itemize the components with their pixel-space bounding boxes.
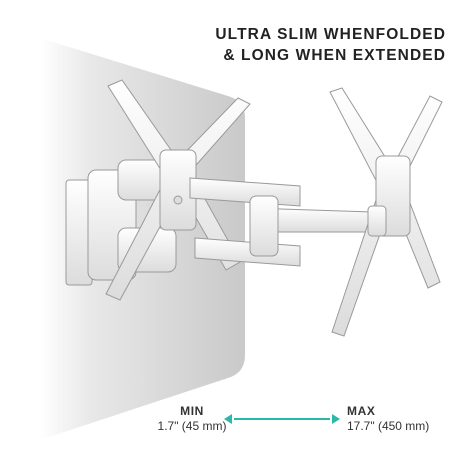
headline-line-1: ULTRA SLIM WHENFOLDED <box>215 26 446 43</box>
max-value: 17.7" (450 mm) <box>347 419 430 433</box>
extended-arm <box>189 177 373 267</box>
extended-vesa-plate <box>329 87 443 337</box>
double-arrow-icon <box>224 414 340 424</box>
max-dimension: MAX 17.7" (450 mm) <box>347 404 457 434</box>
folded-mount <box>65 79 251 301</box>
max-label: MAX <box>347 404 376 418</box>
min-value: 1.7" (45 mm) <box>157 419 227 433</box>
min-dimension: MIN 1.7" (45 mm) <box>152 404 232 434</box>
headline-line-2: & LONG WHEN EXTENDED <box>223 47 446 64</box>
min-label: MIN <box>180 404 204 418</box>
headline: ULTRA SLIM WHENFOLDED & LONG WHEN EXTEND… <box>215 24 446 66</box>
